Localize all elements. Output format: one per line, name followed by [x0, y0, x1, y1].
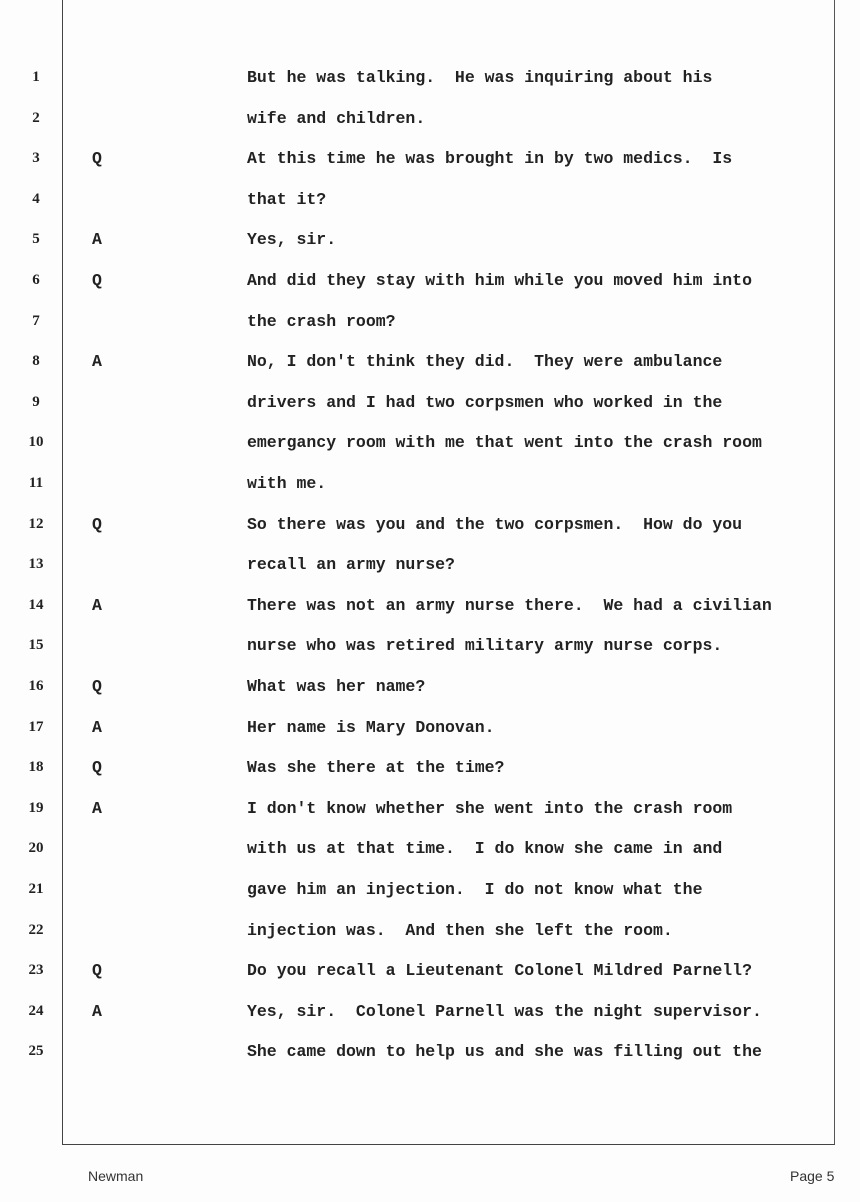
- transcript-line: 20 with us at that time. I do know she ca…: [0, 837, 860, 861]
- line-text: She came down to help us and she was fil…: [247, 1042, 762, 1062]
- line-number: 16: [28, 678, 44, 694]
- line-text: Yes, sir. Colonel Parnell was the night …: [247, 1001, 762, 1021]
- line-number: 5: [32, 231, 40, 248]
- line-text: There was not an army nurse there. We ha…: [247, 595, 772, 615]
- transcript-line: 21 gave him an injection. I do not know w…: [0, 878, 860, 902]
- line-number: 23: [28, 962, 44, 979]
- line-number: 11: [28, 475, 44, 491]
- line-number: 18: [28, 759, 44, 776]
- line-text: nurse who was retired military army nurs…: [247, 636, 723, 656]
- speaker-label: Q: [92, 271, 102, 290]
- line-number: 20: [28, 840, 44, 857]
- line-text: the crash room?: [247, 311, 396, 331]
- line-text: And did they stay with him while you mov…: [247, 271, 752, 290]
- transcript-line: 19 A I don't know whether she went into th…: [0, 797, 860, 821]
- line-number: 14: [28, 596, 44, 613]
- line-number: 6: [32, 272, 40, 288]
- line-text: I don't know whether she went into the c…: [247, 798, 733, 818]
- transcript-line: 12 Q So there was you and the two corpsmen…: [0, 513, 860, 537]
- line-text: Was she there at the time?: [247, 758, 505, 778]
- line-text: So there was you and the two corpsmen. H…: [247, 514, 743, 534]
- line-number: 8: [32, 353, 40, 370]
- transcript-line: 4 that it?: [0, 188, 860, 212]
- line-number: 15: [28, 637, 44, 654]
- line-text: Yes, sir.: [247, 230, 337, 250]
- speaker-label: A: [92, 230, 102, 250]
- speaker-label: A: [92, 1001, 102, 1021]
- line-text: drivers and I had two corpsmen who worke…: [247, 392, 723, 412]
- line-text: No, I don't think they did. They were am…: [247, 352, 723, 372]
- transcript-line: 10 emergancy room with me that went into …: [0, 431, 860, 455]
- speaker-label: Q: [92, 677, 102, 696]
- line-number: 17: [28, 718, 44, 735]
- line-number: 21: [28, 881, 44, 897]
- transcript-line: 1 But he was talking. He was inquiring ab…: [0, 66, 860, 90]
- speaker-label: Q: [92, 758, 102, 778]
- transcript-line: 23 Q Do you recall a Lieutenant Colonel Mi…: [0, 959, 860, 983]
- line-text: emergancy room with me that went into th…: [247, 433, 762, 453]
- speaker-label: A: [92, 352, 102, 372]
- line-number: 10: [28, 434, 44, 451]
- transcript-line: 17 A Her name is Mary Donovan.: [0, 716, 860, 740]
- transcript-line: 7 the crash room?: [0, 310, 860, 334]
- line-number: 3: [32, 150, 40, 167]
- transcript-line: 22 injection was. And then she left the r…: [0, 919, 860, 943]
- line-text: that it?: [247, 189, 327, 209]
- line-text: Her name is Mary Donovan.: [247, 717, 495, 737]
- line-text: At this time he was brought in by two me…: [247, 149, 733, 169]
- transcript-line: 3 Q At this time he was brought in by two …: [0, 147, 860, 171]
- line-text: injection was. And then she left the roo…: [247, 920, 673, 940]
- transcript-line: 5 A Yes, sir.: [0, 228, 860, 252]
- speaker-label: A: [92, 798, 102, 818]
- transcript-line: 15 nurse who was retired military army nu…: [0, 634, 860, 658]
- transcript-line: 6 Q And did they stay with him while you m…: [0, 269, 860, 293]
- speaker-label: Q: [92, 514, 102, 534]
- line-number: 25: [28, 1043, 44, 1060]
- line-text: But he was talking. He was inquiring abo…: [247, 68, 713, 87]
- transcript-line: 9 drivers and I had two corpsmen who work…: [0, 391, 860, 415]
- speaker-label: A: [92, 717, 102, 737]
- speaker-label: Q: [92, 961, 102, 981]
- line-number: 24: [28, 1002, 44, 1019]
- line-text: gave him an injection. I do not know wha…: [247, 880, 703, 899]
- line-number: 2: [32, 109, 40, 126]
- speaker-label: Q: [92, 149, 102, 169]
- line-number: 1: [32, 69, 40, 85]
- transcript-line: 18 Q Was she there at the time?: [0, 756, 860, 780]
- line-number: 7: [32, 312, 40, 329]
- transcript-line: 25 She came down to help us and she was f…: [0, 1040, 860, 1064]
- footer-page-number: Page 5: [790, 1168, 835, 1184]
- transcript-line: 16 Q What was her name?: [0, 675, 860, 699]
- line-number: 19: [28, 799, 44, 816]
- transcript-line: 2 wife and children.: [0, 107, 860, 131]
- speaker-label: A: [92, 595, 102, 615]
- line-text: What was her name?: [247, 677, 426, 696]
- line-text: with me.: [247, 474, 327, 493]
- transcript-line: 8 A No, I don't think they did. They were …: [0, 350, 860, 374]
- line-text: wife and children.: [247, 108, 426, 128]
- transcript-line: 13 recall an army nurse?: [0, 553, 860, 577]
- line-text: recall an army nurse?: [247, 555, 455, 575]
- line-number: 12: [28, 515, 44, 532]
- transcript-line: 24 A Yes, sir. Colonel Parnell was the nig…: [0, 1000, 860, 1024]
- footer-witness-name: Newman: [88, 1168, 144, 1184]
- line-text: with us at that time. I do know she came…: [247, 839, 723, 859]
- transcript-line: 11 with me.: [0, 472, 860, 496]
- line-number: 13: [28, 556, 44, 573]
- line-number: 9: [32, 393, 40, 410]
- line-text: Do you recall a Lieutenant Colonel Mildr…: [247, 961, 752, 981]
- transcript-page-border: [62, 0, 835, 1145]
- line-number: 22: [28, 921, 44, 938]
- transcript-line: 14 A There was not an army nurse there. We…: [0, 594, 860, 618]
- line-number: 4: [32, 190, 40, 207]
